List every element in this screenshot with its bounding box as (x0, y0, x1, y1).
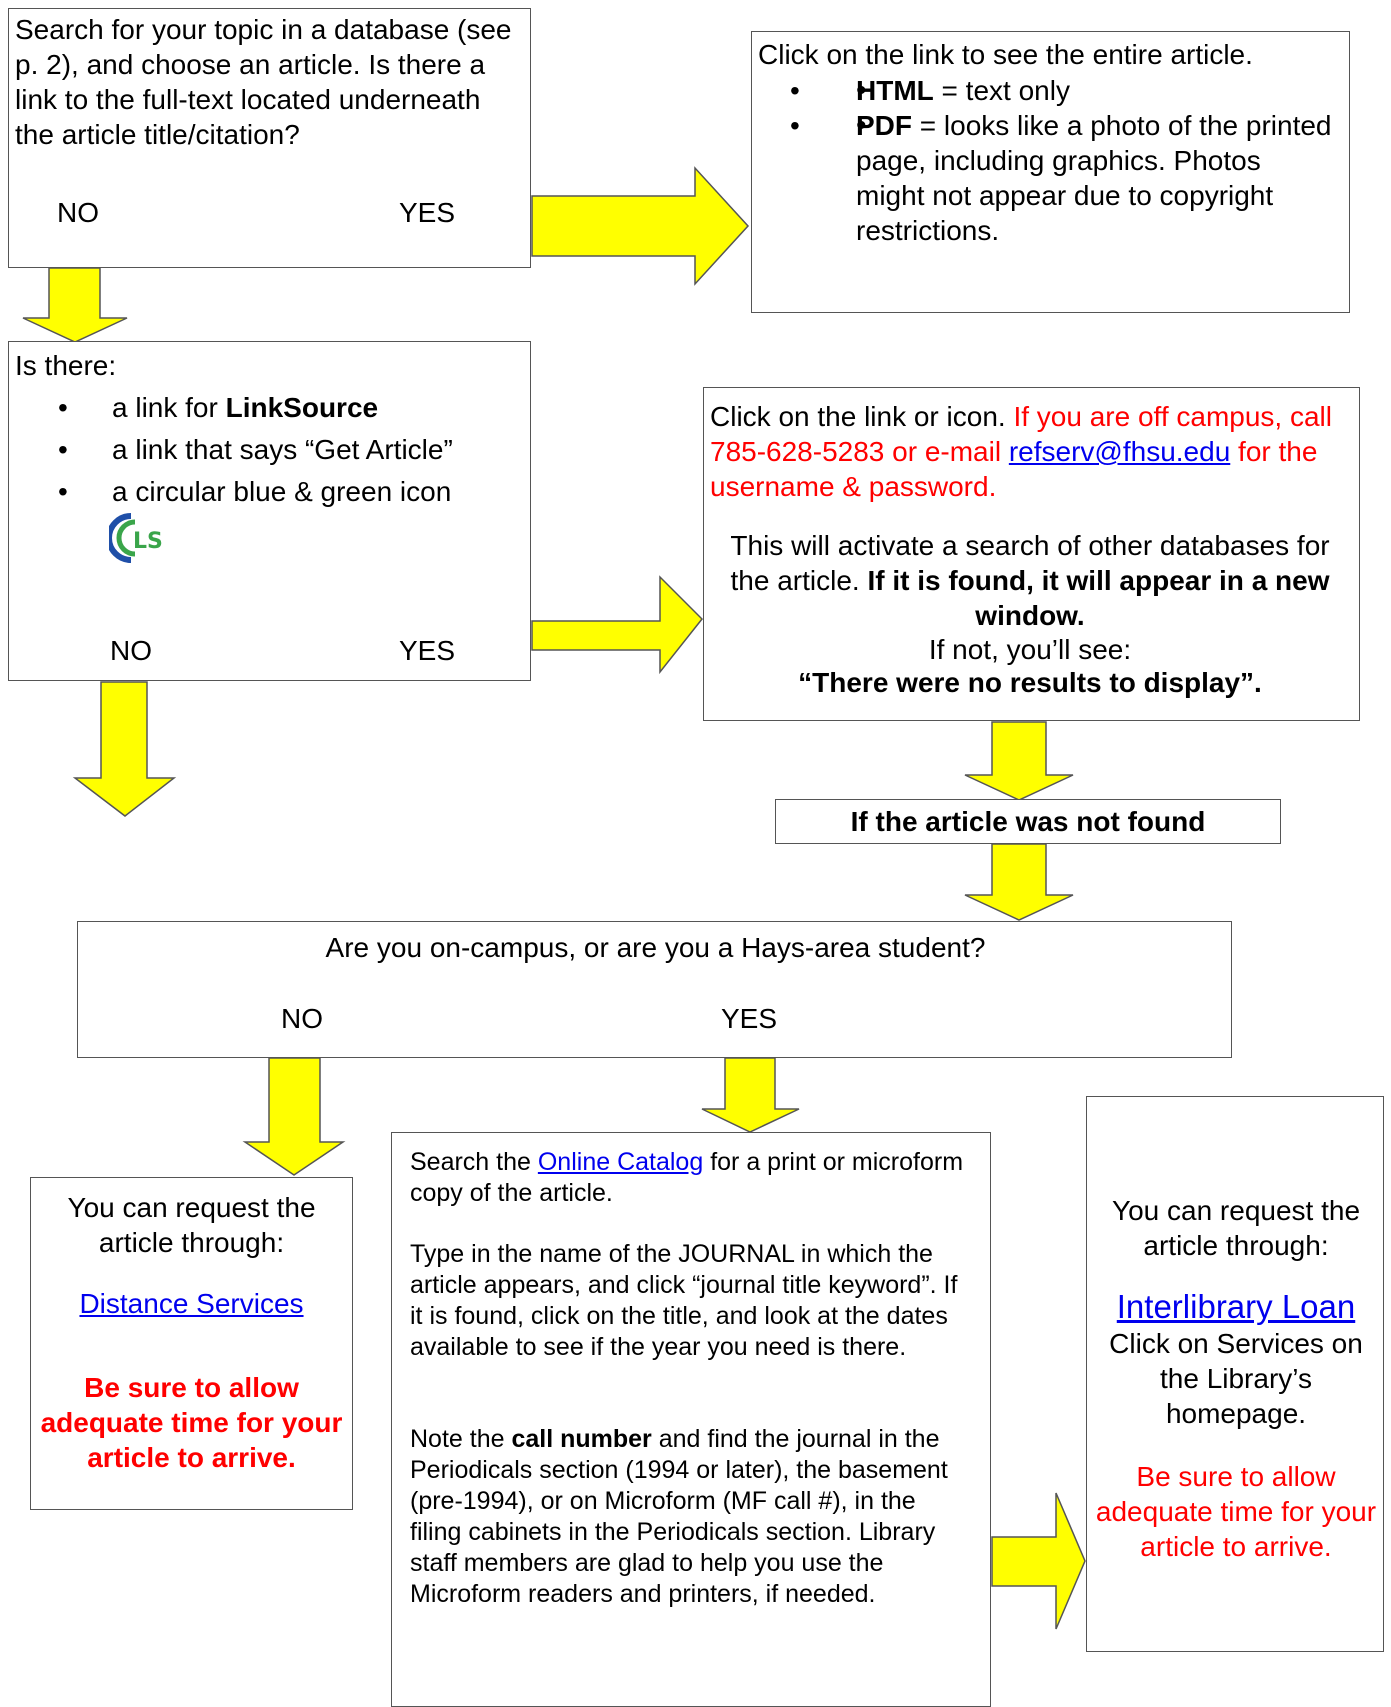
arrow-down-box4 (964, 721, 1074, 801)
ill-services-text: Click on Services on the Library’s homep… (1109, 1328, 1363, 1429)
linksource-icon[interactable]: LS (109, 512, 169, 564)
online-catalog-link[interactable]: Online Catalog (537, 1148, 704, 1176)
not-found-text: If the article was not found (850, 806, 1206, 837)
step-article-not-found: If the article was not found (775, 799, 1281, 844)
activate-search-text: This will activate a search of other dat… (730, 530, 1330, 631)
answer-no: NO (57, 197, 99, 228)
arrow-right-yes-1 (531, 166, 750, 286)
answer-yes: YES (399, 197, 456, 228)
catalog-paragraph-1: Search the Online Catalog for a print or… (410, 1148, 964, 1207)
distance-request-text: You can request the article through: (67, 1192, 316, 1258)
linksource-item-3: •a circular blue & green icon (58, 476, 452, 507)
distance-warning: Be sure to allow adequate time for your … (40, 1372, 343, 1473)
linksource-intro: Is there: (15, 350, 117, 381)
answer-no: NO (110, 635, 152, 666)
arrow-down-no-1 (22, 267, 128, 343)
step-online-catalog: Search the Online Catalog for a print or… (391, 1132, 991, 1707)
campus-question-text: Are you on-campus, or are you a Hays-are… (325, 932, 986, 963)
arrow-down-campus-yes (701, 1057, 800, 1133)
ill-warning: Be sure to allow adequate time for your … (1095, 1461, 1377, 1562)
format-html: •HTML = text only (790, 73, 1336, 108)
step-click-link-icon: Click on the link or icon. If you are of… (703, 387, 1360, 721)
step-linksource: Is there: •a link for LinkSource •a link… (8, 341, 531, 681)
arrow-right-catalog (991, 1492, 1086, 1630)
click-link-instructions: Click on the link or icon. If you are of… (710, 401, 1332, 502)
arrow-down-no-2 (72, 681, 177, 817)
view-article-intro: Click on the link to see the entire arti… (758, 39, 1253, 70)
answer-yes: YES (721, 1003, 778, 1034)
no-results-text: “There were no results to display”. (798, 667, 1262, 698)
format-pdf: •PDF = looks like a photo of the printed… (790, 108, 1336, 248)
step-interlibrary-loan: You can request the article through: Int… (1086, 1096, 1384, 1652)
step-full-text-link: Search for your topic in a database (see… (8, 8, 531, 268)
arrow-down-notfound (964, 843, 1074, 921)
step-full-text-question: Search for your topic in a database (see… (15, 14, 512, 150)
ill-request-text: You can request the article through: (1111, 1195, 1361, 1261)
catalog-paragraph-3: Note the call number and find the journa… (410, 1425, 948, 1608)
interlibrary-loan-link[interactable]: Interlibrary Loan (1116, 1288, 1356, 1325)
if-not-text: If not, you’ll see: (928, 634, 1132, 665)
linksource-icon-letters: LS (133, 529, 163, 554)
step-view-article: Click on the link to see the entire arti… (751, 31, 1350, 313)
arrow-down-campus-no (242, 1057, 346, 1176)
catalog-paragraph-2: Type in the name of the JOURNAL in which… (410, 1240, 958, 1361)
answer-no: NO (281, 1003, 323, 1034)
step-distance-services: You can request the article through: Dis… (30, 1177, 353, 1510)
linksource-item-2: •a link that says “Get Article” (58, 434, 453, 465)
step-campus-question: Are you on-campus, or are you a Hays-are… (77, 921, 1232, 1058)
arrow-right-yes-2 (531, 575, 704, 675)
refserv-email-link[interactable]: refserv@fhsu.edu (1008, 436, 1231, 467)
linksource-item-1: •a link for LinkSource (58, 392, 379, 423)
format-list: •HTML = text only •PDF = looks like a ph… (790, 73, 1336, 248)
answer-yes: YES (399, 635, 456, 666)
distance-services-link[interactable]: Distance Services (79, 1288, 304, 1319)
